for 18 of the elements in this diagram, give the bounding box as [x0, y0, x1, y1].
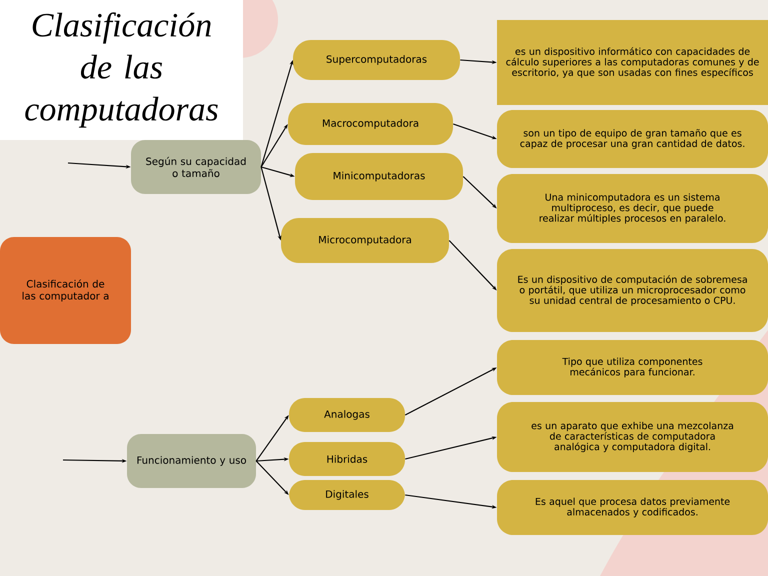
title-card: Clasificación de las computadoras — [0, 0, 243, 140]
item-box: Es aquel que procesa datos previamente almacenados y codificados. — [497, 480, 768, 535]
item-box: Supercomputadoras — [293, 40, 460, 80]
item-box: Tipo que utiliza componentes mecánicos para funcionar. — [497, 340, 768, 395]
item-box: son un tipo de equipo de gran tamaño que es capaz de procesar una gran cantidad de datos. — [497, 110, 768, 168]
item-box: Minicomputadoras — [295, 153, 463, 200]
item-box: Es un dispositivo de computación de sobremesa o portátil, que utiliza un microprocesador como su unidad central de procesamiento o CPU. — [497, 249, 768, 332]
category-box: Funcionamiento y uso — [127, 434, 256, 488]
item-box: Digitales — [289, 480, 405, 510]
item-box: Hibridas — [289, 442, 405, 476]
topic-box: Clasificación de las computador a — [0, 237, 131, 344]
item-box: Analogas — [289, 398, 405, 432]
item-box: es un aparato que exhibe una mezcolanza de características de computadora analógica y computadora digital. — [497, 402, 768, 472]
item-box: Macrocomputadora — [288, 103, 453, 145]
item-box: es un dispositivo informático con capacidades de cálculo superiores a las computadoras comunes y de escritorio, ya que son usadas con fines específicos — [497, 20, 768, 105]
item-box: Una minicomputadora es un sistema multiproceso, es decir, que puede realizar múltiples procesos en paralelo. — [497, 174, 768, 243]
item-box: Microcomputadora — [281, 218, 449, 263]
category-box: Según su capacidad o tamaño — [131, 140, 261, 194]
